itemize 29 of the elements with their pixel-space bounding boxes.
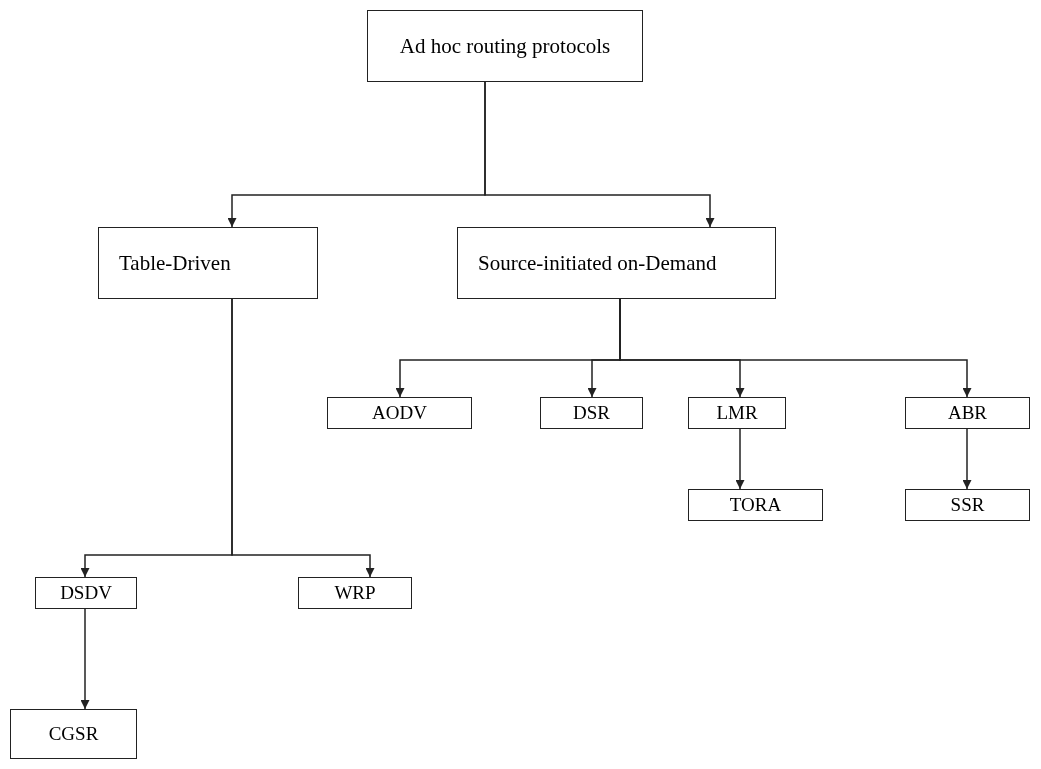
process-box	[327, 397, 472, 429]
box-label: AODV	[372, 401, 427, 425]
arrow	[484, 81, 715, 228]
process-box	[688, 397, 786, 429]
box-label: CGSR	[48, 722, 99, 746]
process-box	[540, 397, 643, 429]
box-label: Ad hoc routing protocols	[399, 32, 611, 60]
box-label: DSDV	[60, 581, 112, 605]
process-box	[10, 709, 137, 759]
process-box	[35, 577, 137, 609]
box-label: TORA	[729, 493, 782, 517]
box-label: LMR	[716, 401, 758, 425]
arrow	[735, 428, 745, 490]
box-label: DSR	[573, 401, 610, 425]
box-label: Source-initiated on-Demand	[478, 249, 717, 277]
process-box	[905, 397, 1030, 429]
box-label: ABR	[947, 401, 988, 425]
box-label: SSR	[950, 493, 985, 517]
process-box	[457, 227, 776, 299]
process-box	[298, 577, 412, 609]
process-box	[367, 10, 643, 82]
arrow	[80, 608, 90, 710]
box-label: WRP	[334, 581, 376, 605]
arrow	[231, 298, 375, 578]
process-box	[98, 227, 318, 299]
box-label: Table-Driven	[119, 249, 231, 277]
arrow	[962, 428, 972, 490]
process-box	[905, 489, 1030, 521]
process-box	[688, 489, 823, 521]
